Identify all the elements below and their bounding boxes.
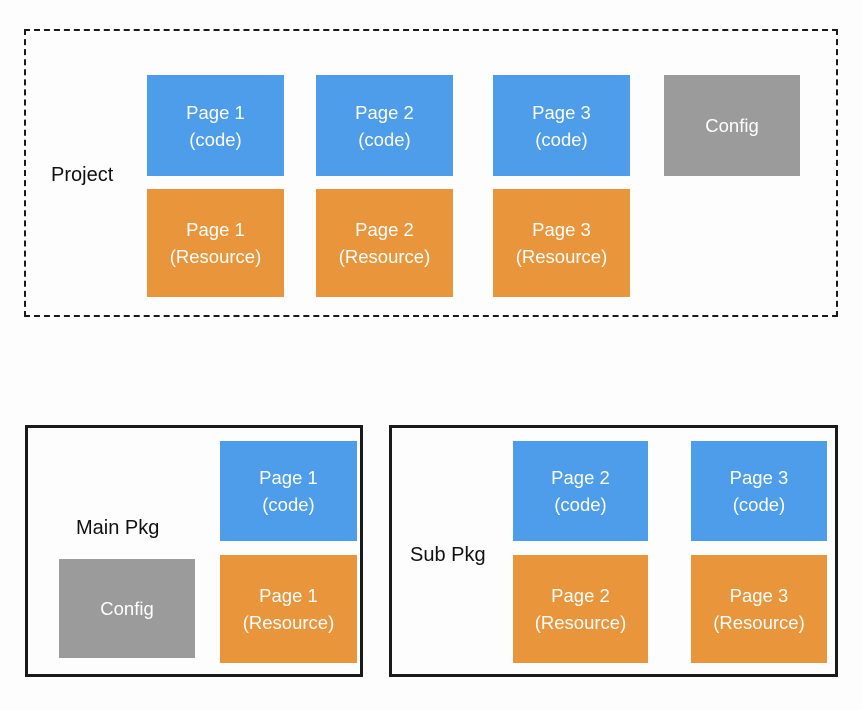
box-label-line1: Page 3 (532, 101, 591, 123)
project-page3-code-box: Page 3 (code) (493, 75, 630, 176)
box-label-line2: (code) (535, 128, 588, 150)
box-label-line1: Page 3 (532, 219, 591, 240)
box-label-line2: (code) (189, 128, 242, 150)
box-label-line2: (Resource) (515, 246, 608, 267)
main-pkg-page1-code-box: Page 1 (code) (220, 441, 357, 541)
project-page1-resource-box: Page 1 (Resource) (147, 189, 284, 297)
box-label-line1: Page 1 (259, 467, 318, 488)
box-label-line1: Page 3 (729, 467, 789, 488)
box-label-line1: Page 2 (355, 219, 414, 240)
box-label-line1: Page 2 (355, 101, 414, 123)
sub-pkg-page3-resource-box: Page 3 (Resource) (691, 555, 827, 663)
project-page2-resource-box: Page 2 (Resource) (316, 189, 453, 297)
box-label-line1: Page 3 (729, 585, 789, 606)
sub-pkg-group-label: Sub Pkg (410, 544, 486, 566)
main-pkg-group: Main Pkg Page 1 (code) Config Page 1 (Re… (25, 425, 363, 677)
box-label-line2: (code) (358, 128, 411, 150)
main-pkg-page1-resource-box: Page 1 (Resource) (220, 555, 357, 663)
project-page3-resource-box: Page 3 (Resource) (493, 189, 630, 297)
box-label-line2: (Resource) (242, 612, 335, 633)
sub-pkg-group: Sub Pkg Page 2 (code) Page 3 (code) Page… (389, 425, 838, 677)
box-label-line1: Page 1 (259, 585, 318, 606)
project-page1-code-box: Page 1 (code) (147, 75, 284, 176)
box-label-line2: (Resource) (713, 612, 805, 633)
box-label-line1: Page 1 (186, 101, 245, 123)
box-label-line2: (code) (732, 494, 786, 515)
box-label-line1: Page 2 (551, 585, 610, 606)
box-label-line2: (code) (554, 494, 607, 515)
project-config-box: Config (664, 75, 800, 176)
box-label-line2: (Resource) (534, 612, 627, 633)
sub-pkg-page3-code-box: Page 3 (code) (691, 441, 827, 541)
box-label-line2: (code) (262, 494, 315, 515)
main-pkg-group-label: Main Pkg (76, 517, 160, 539)
main-pkg-config-box: Config (59, 559, 195, 658)
box-label-line1: Page 1 (186, 219, 245, 240)
box-label-line1: Config (705, 115, 759, 136)
sub-pkg-page2-resource-box: Page 2 (Resource) (513, 555, 648, 663)
box-label-line1: Page 2 (551, 467, 610, 488)
box-label-line2: (Resource) (338, 246, 431, 267)
project-group: Project Page 1 (code) Page 2 (code) Page… (24, 29, 838, 317)
project-page2-code-box: Page 2 (code) (316, 75, 453, 176)
box-label-line1: Config (100, 598, 154, 619)
sub-pkg-page2-code-box: Page 2 (code) (513, 441, 648, 541)
project-group-label: Project (51, 164, 114, 186)
box-label-line2: (Resource) (169, 246, 262, 267)
